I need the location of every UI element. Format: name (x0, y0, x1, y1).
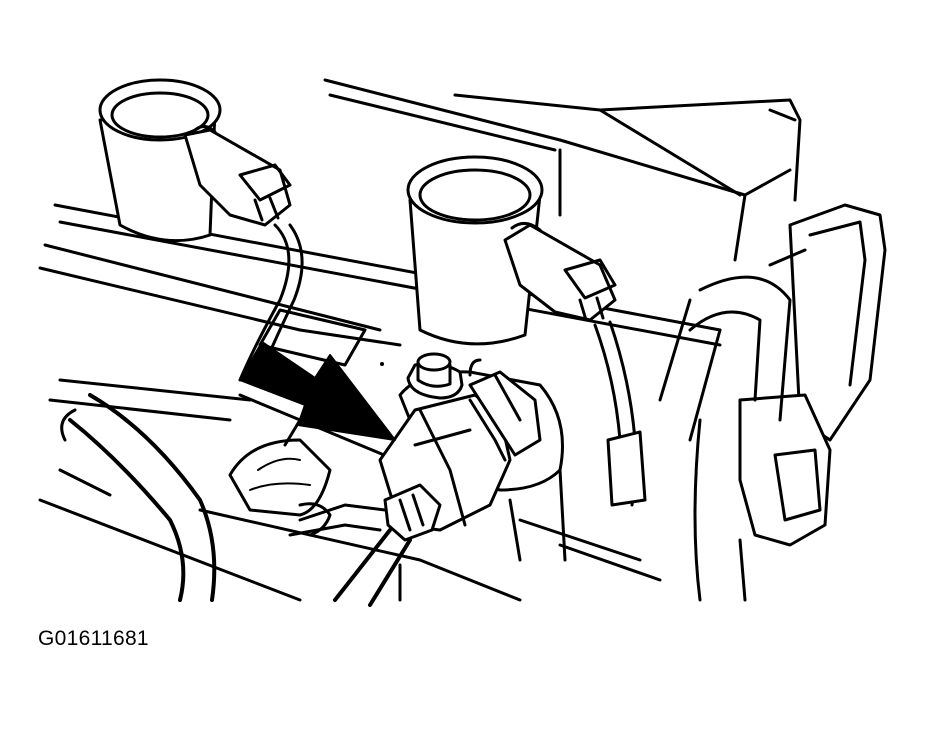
sensor-connector (378, 370, 542, 542)
small-detail (380, 362, 384, 366)
ignition-coil-center (406, 155, 647, 507)
bolt-icon (406, 352, 464, 400)
valve-cover-rails (38, 203, 722, 442)
wiring-harness-left (38, 378, 422, 602)
pointer-arrow-icon (239, 341, 396, 441)
right-module (688, 203, 887, 602)
figure-code: G01611681 (38, 627, 149, 650)
sensor-wiring (198, 502, 662, 607)
engine-cover-outline (323, 78, 802, 262)
ignition-coil-left (98, 78, 304, 387)
harness-tape (228, 418, 332, 517)
